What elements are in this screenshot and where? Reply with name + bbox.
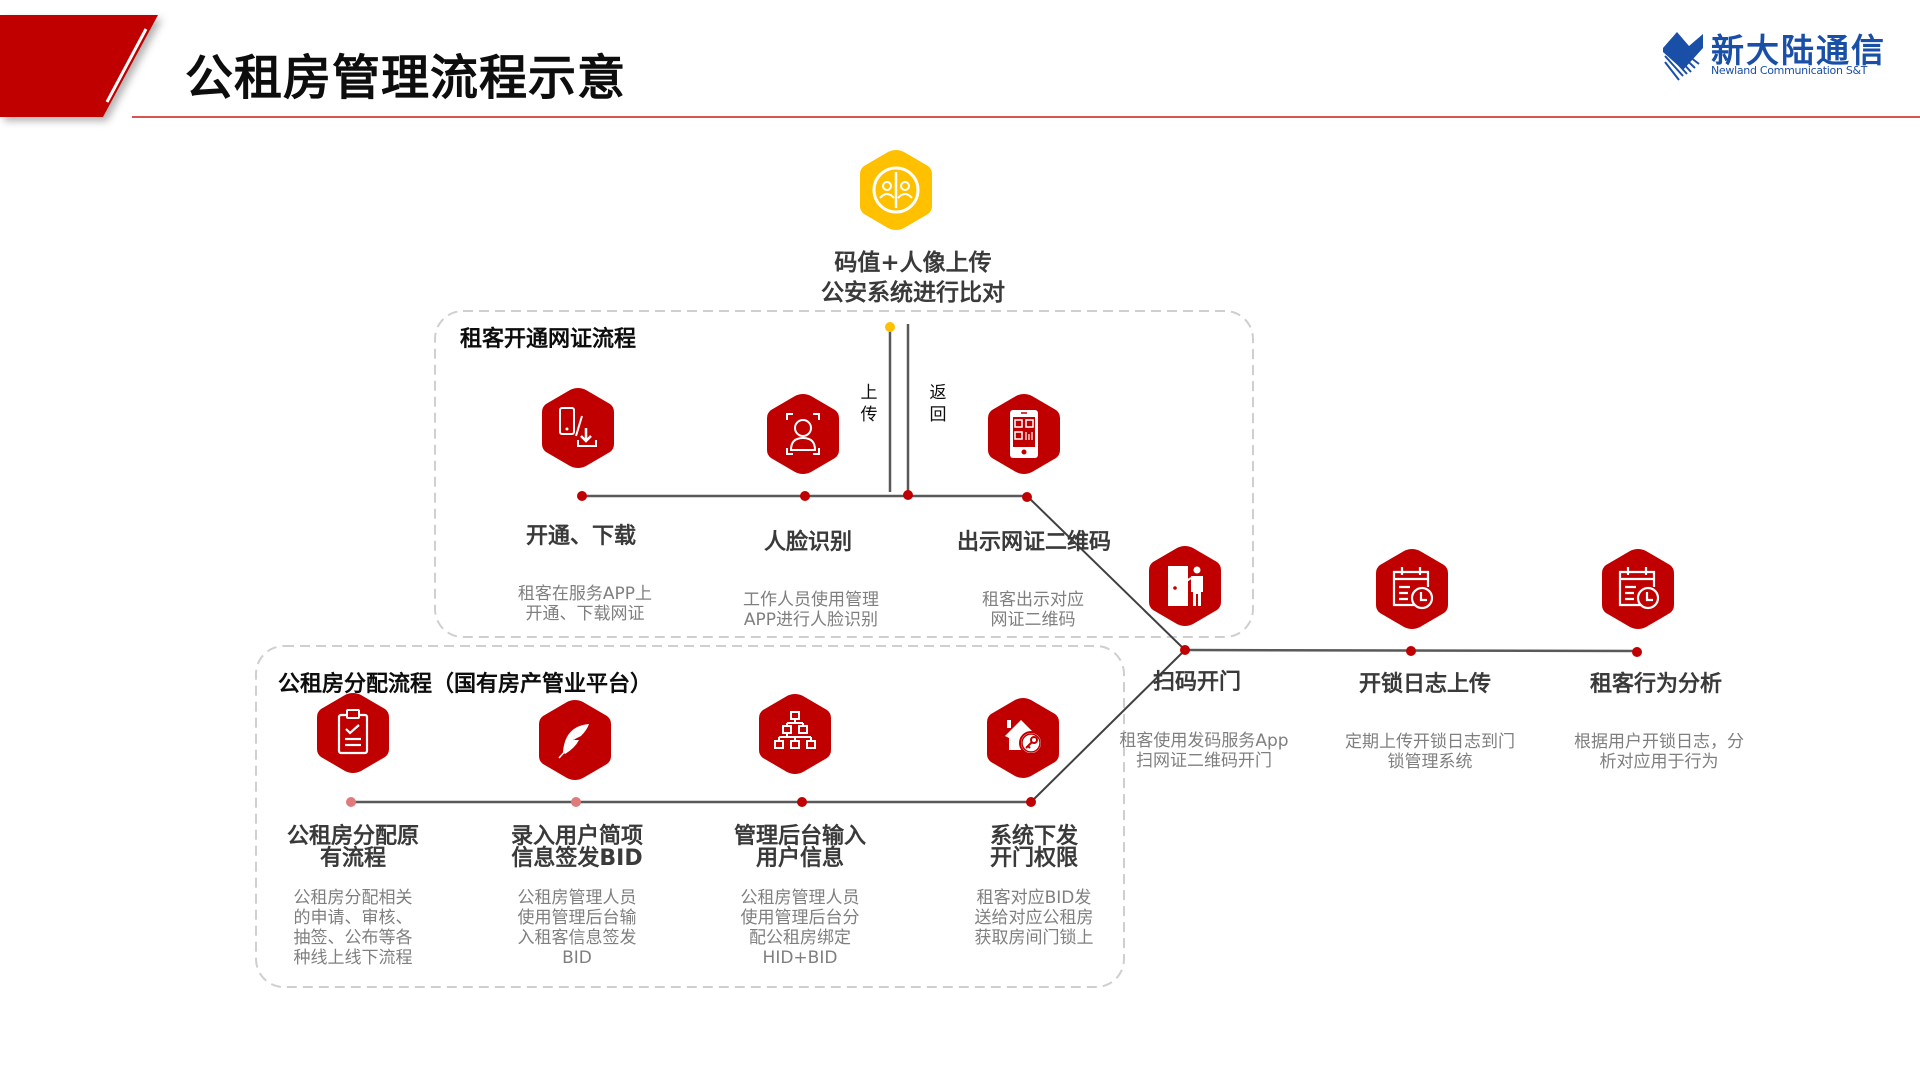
- step-title-open-download: 开通、下载: [525, 524, 637, 549]
- newland-logo-icon: [1663, 32, 1703, 81]
- upload-dot: [885, 322, 895, 332]
- step-hex-original-process: [313, 689, 393, 777]
- top-node-title: 码值+人像上传 公安系统进行比对: [821, 250, 1005, 306]
- step-dot: [797, 797, 807, 807]
- step-desc-behavior-analysis: 根据用户开锁日志，分 析对应用于行为: [1574, 732, 1744, 772]
- return-label: 返 回: [929, 383, 947, 425]
- clipboard-check-icon: [317, 693, 389, 773]
- step-hex-log-upload: [1372, 545, 1452, 633]
- face-recognition-icon: [767, 394, 839, 474]
- step-hex-behavior-analysis: [1598, 545, 1678, 633]
- qr-code-phone-icon: [988, 394, 1060, 474]
- step-desc-issue-permission: 租客对应BID发 送给对应公租房 获取房间门锁上: [974, 888, 1094, 948]
- logo-english-text: Newland Communication S&T: [1711, 64, 1868, 77]
- step-hex-open-download: [538, 384, 618, 472]
- calendar-clock-icon: [1376, 549, 1448, 629]
- group-title-activation: 租客开通网证流程: [460, 327, 637, 352]
- step-title-admin-input: 管理后台输入 用户信息: [733, 824, 867, 871]
- step-dot: [1022, 492, 1032, 502]
- step-desc-log-upload: 定期上传开锁日志到门 锁管理系统: [1345, 732, 1515, 772]
- door-person-icon: [1149, 546, 1221, 626]
- diagonal-from-permission: [1030, 649, 1186, 803]
- logo-chinese-text: 新大陆通信: [1711, 31, 1886, 70]
- step-dot: [346, 797, 356, 807]
- step-dot: [800, 491, 810, 501]
- title-divider: [132, 116, 1920, 118]
- step-dot: [1632, 647, 1642, 657]
- company-logo: 新大陆通信 Newland Communication S&T: [1655, 24, 1895, 86]
- step-title-issue-bid: 录入用户简项 信息签发BID: [510, 824, 644, 871]
- top-node-hex: [856, 146, 936, 234]
- step-desc-face-recognition: 工作人员使用管理 APP进行人脸识别: [743, 590, 879, 630]
- step-desc-original-process: 公租房分配相关 的申请、审核、 抽签、公布等各 种线上线下流程: [293, 888, 413, 968]
- step-hex-issue-permission: [983, 694, 1063, 782]
- step-title-behavior-analysis: 租客行为分析: [1589, 672, 1723, 697]
- step-desc-scan-open: 租客使用发码服务App 扫网证二维码开门: [1119, 731, 1289, 771]
- step-dot: [571, 797, 581, 807]
- step-hex-face-recognition: [763, 390, 843, 478]
- step-title-original-process: 公租房分配原 有流程: [286, 824, 420, 871]
- step-dot: [1026, 797, 1036, 807]
- house-key-icon: [987, 698, 1059, 778]
- step-desc-open-download: 租客在服务APP上 开通、下载网证: [517, 584, 653, 624]
- step-hex-admin-input: [755, 690, 835, 778]
- step-dot: [1406, 646, 1416, 656]
- upload-label: 上 传: [860, 383, 878, 425]
- step-dot: [1180, 645, 1190, 655]
- step-title-issue-permission: 系统下发 开门权限: [989, 824, 1079, 871]
- step-desc-issue-bid: 公租房管理人员 使用管理后台输 入租客信息签发 BID: [517, 888, 637, 968]
- phone-download-icon: [542, 388, 614, 468]
- face-compare-icon: [860, 150, 932, 230]
- step-title-face-recognition: 人脸识别: [763, 530, 853, 555]
- step-desc-show-qr: 租客出示对应 网证二维码: [982, 590, 1084, 630]
- step-hex-scan-open: [1145, 542, 1225, 630]
- group-title-allocation: 公租房分配流程（国有房产管业平台）: [278, 672, 653, 697]
- feather-icon: [539, 700, 611, 780]
- step-title-scan-open: 扫码开门: [1152, 670, 1242, 695]
- org-chart-icon: [759, 694, 831, 774]
- diagonal-from-qr: [1026, 495, 1186, 651]
- step-hex-show-qr: [984, 390, 1064, 478]
- step-dot: [577, 491, 587, 501]
- group-box-allocation: [255, 645, 1125, 988]
- header-banner: [0, 15, 158, 117]
- step-dot: [903, 490, 913, 500]
- step-title-log-upload: 开锁日志上传: [1358, 672, 1492, 697]
- step-title-show-qr: 出示网证二维码: [956, 530, 1112, 555]
- page-title: 公租房管理流程示意: [185, 50, 627, 106]
- step-hex-issue-bid: [535, 696, 615, 784]
- step-desc-admin-input: 公租房管理人员 使用管理后台分 配公租房绑定 HID+BID: [740, 888, 860, 968]
- calendar-clock-icon: [1602, 549, 1674, 629]
